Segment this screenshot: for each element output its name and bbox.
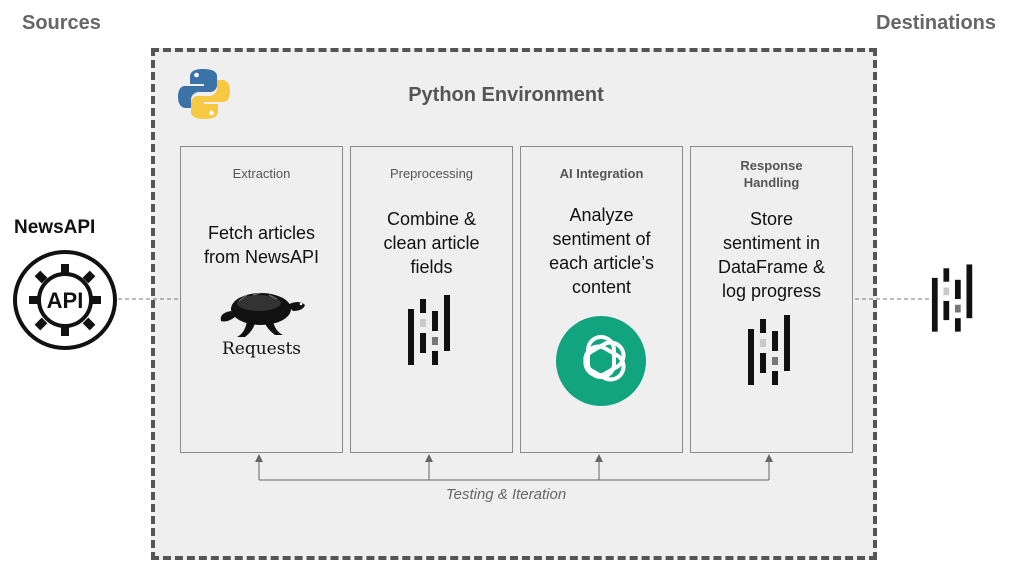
requests-turtle-logo (220, 292, 305, 337)
stage-label: Preprocessing (389, 166, 474, 181)
stage-label: Extraction (232, 166, 291, 181)
feedback-arrowheads (255, 454, 773, 462)
stage-card-response-handling: Response Handling Store sentiment in Dat… (690, 146, 853, 453)
feedback-loop (258, 457, 770, 481)
stage-description: Combine & clean article fields (383, 209, 480, 277)
stage-description: Analyze sentiment of each article’s cont… (549, 205, 654, 297)
stage-label: Response Handling (740, 158, 803, 190)
destination-pandas-icon (931, 264, 973, 332)
stage-label: AI Integration (559, 166, 644, 181)
sources-title: Sources (22, 12, 101, 34)
python-icon (178, 69, 230, 119)
stage-card-preprocessing: Preprocessing Combine & clean article fi… (350, 146, 513, 453)
environment-title: Python Environment (408, 84, 604, 106)
pandas-icon (408, 295, 450, 365)
source-name: NewsAPI (14, 217, 96, 238)
destinations-title: Destinations (876, 12, 997, 34)
api-gear-icon: API (13, 250, 117, 350)
stage-card-ai-integration: AI Integration Analyze sentiment of each… (520, 146, 683, 453)
stage-card-extraction: Extraction Fetch articles from NewsAPI R… (180, 146, 343, 453)
pandas-icon (748, 315, 790, 385)
openai-icon (556, 316, 646, 406)
feedback-label: Testing & Iteration (445, 486, 567, 503)
requests-logo-text: Requests (221, 339, 302, 359)
stage-description: Fetch articles from NewsAPI (203, 223, 320, 267)
stage-description: Store sentiment in DataFrame & log progr… (717, 209, 826, 301)
api-badge-text: API (47, 288, 84, 313)
